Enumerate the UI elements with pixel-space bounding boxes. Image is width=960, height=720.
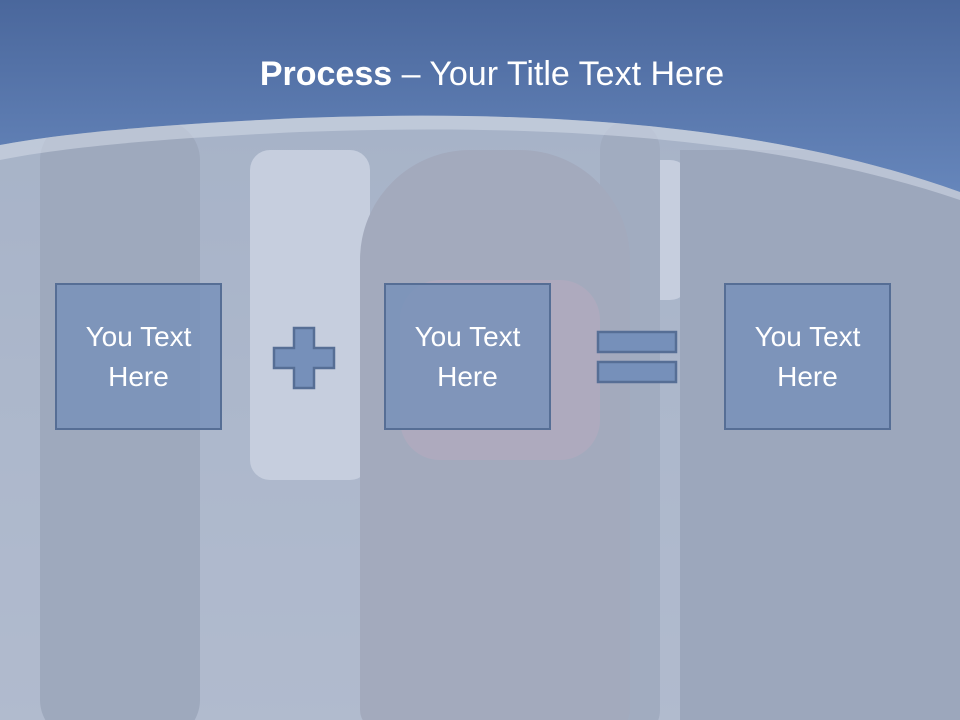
process-box-2-text: You Text Here	[414, 320, 521, 392]
process-box-2: You Text Here	[384, 283, 551, 430]
process-box-1: You Text Here	[55, 283, 222, 430]
process-box-3: You Text Here	[724, 283, 891, 430]
header-band	[0, 0, 960, 200]
process-box-1-text: You Text Here	[85, 320, 192, 392]
process-box-3-text: You Text Here	[754, 320, 861, 392]
title-rest: Your Title Text Here	[429, 55, 725, 93]
plus-icon	[272, 326, 336, 390]
title-strong: Process	[259, 55, 393, 93]
equals-icon	[596, 330, 678, 384]
title-dash: –	[392, 55, 430, 93]
slide-title: Process – Your Title Text Here	[0, 52, 960, 96]
